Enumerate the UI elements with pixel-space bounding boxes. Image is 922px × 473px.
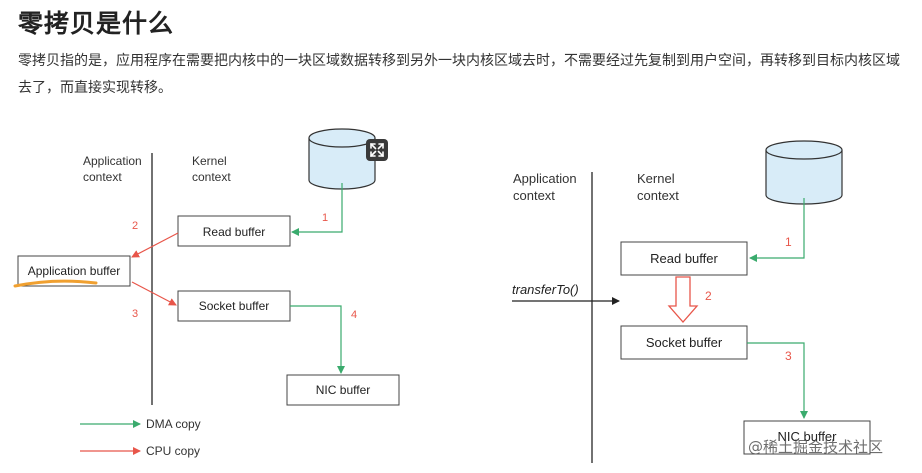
left-application-label-line2: context <box>83 170 122 184</box>
right-nic-buffer-box <box>743 420 871 455</box>
right-cpu-hollow-arrow-2 <box>667 276 699 323</box>
application-buffer-label: Application buffer <box>28 264 121 278</box>
right-dma-arrow-1 <box>749 198 805 262</box>
highlight-underline <box>13 279 98 288</box>
left-cpu-arrow-2 <box>131 232 179 258</box>
right-diagram: Application context Kernel context Read … <box>512 140 871 463</box>
left-kernel-label-line2: context <box>192 170 231 184</box>
left-cpu-arrow-3 <box>131 281 177 306</box>
transferto-label: transferTo() <box>512 282 579 297</box>
left-application-label-line1: Application <box>83 154 142 168</box>
left-step1-label: 1 <box>322 212 328 224</box>
expand-icon <box>370 143 384 157</box>
right-socket-buffer-label: Socket buffer <box>646 335 723 350</box>
right-step2-label: 2 <box>705 289 712 303</box>
right-read-buffer-label: Read buffer <box>650 251 718 266</box>
right-socket-buffer-box <box>620 325 748 360</box>
right-step3-label: 3 <box>785 349 792 363</box>
legend-cpu-label: CPU copy <box>146 444 200 458</box>
intro-paragraph: 零拷贝指的是，应用程序在需要把内核中的一块区域数据转移到另外一块内核区域去时，不… <box>18 53 900 96</box>
right-application-label-line1: Application <box>513 171 577 186</box>
left-step4-label: 4 <box>351 309 357 321</box>
expand-image-button[interactable] <box>366 139 388 161</box>
left-diagram: Application context Kernel context Read … <box>13 128 400 458</box>
left-socket-buffer-box <box>177 290 291 322</box>
left-nic-buffer-box <box>286 374 400 406</box>
right-step1-label: 1 <box>785 235 792 249</box>
watermark: @稀土掘金技术社区 <box>748 438 884 456</box>
right-read-buffer-box <box>620 241 748 276</box>
left-kernel-label-line1: Kernel <box>192 154 227 168</box>
left-nic-buffer-label: NIC buffer <box>316 383 370 397</box>
right-disk-icon <box>765 140 843 205</box>
left-socket-buffer-label: Socket buffer <box>199 299 270 313</box>
right-nic-buffer-label: NIC buffer <box>777 429 837 444</box>
right-kernel-label-line1: Kernel <box>637 171 675 186</box>
legend-dma-label: DMA copy <box>146 417 201 431</box>
left-step3-label: 3 <box>132 308 138 320</box>
left-read-buffer-label: Read buffer <box>203 225 266 239</box>
left-dma-arrow-1 <box>291 183 343 236</box>
left-disk-icon <box>308 128 376 190</box>
left-step2-label: 2 <box>132 220 138 232</box>
left-read-buffer-box <box>177 215 291 247</box>
right-application-label-line2: context <box>513 188 555 203</box>
left-dma-arrow-4 <box>290 305 345 374</box>
right-kernel-label-line2: context <box>637 188 679 203</box>
page-title: 零拷贝是什么 <box>18 9 175 38</box>
right-dma-arrow-3 <box>747 342 808 419</box>
